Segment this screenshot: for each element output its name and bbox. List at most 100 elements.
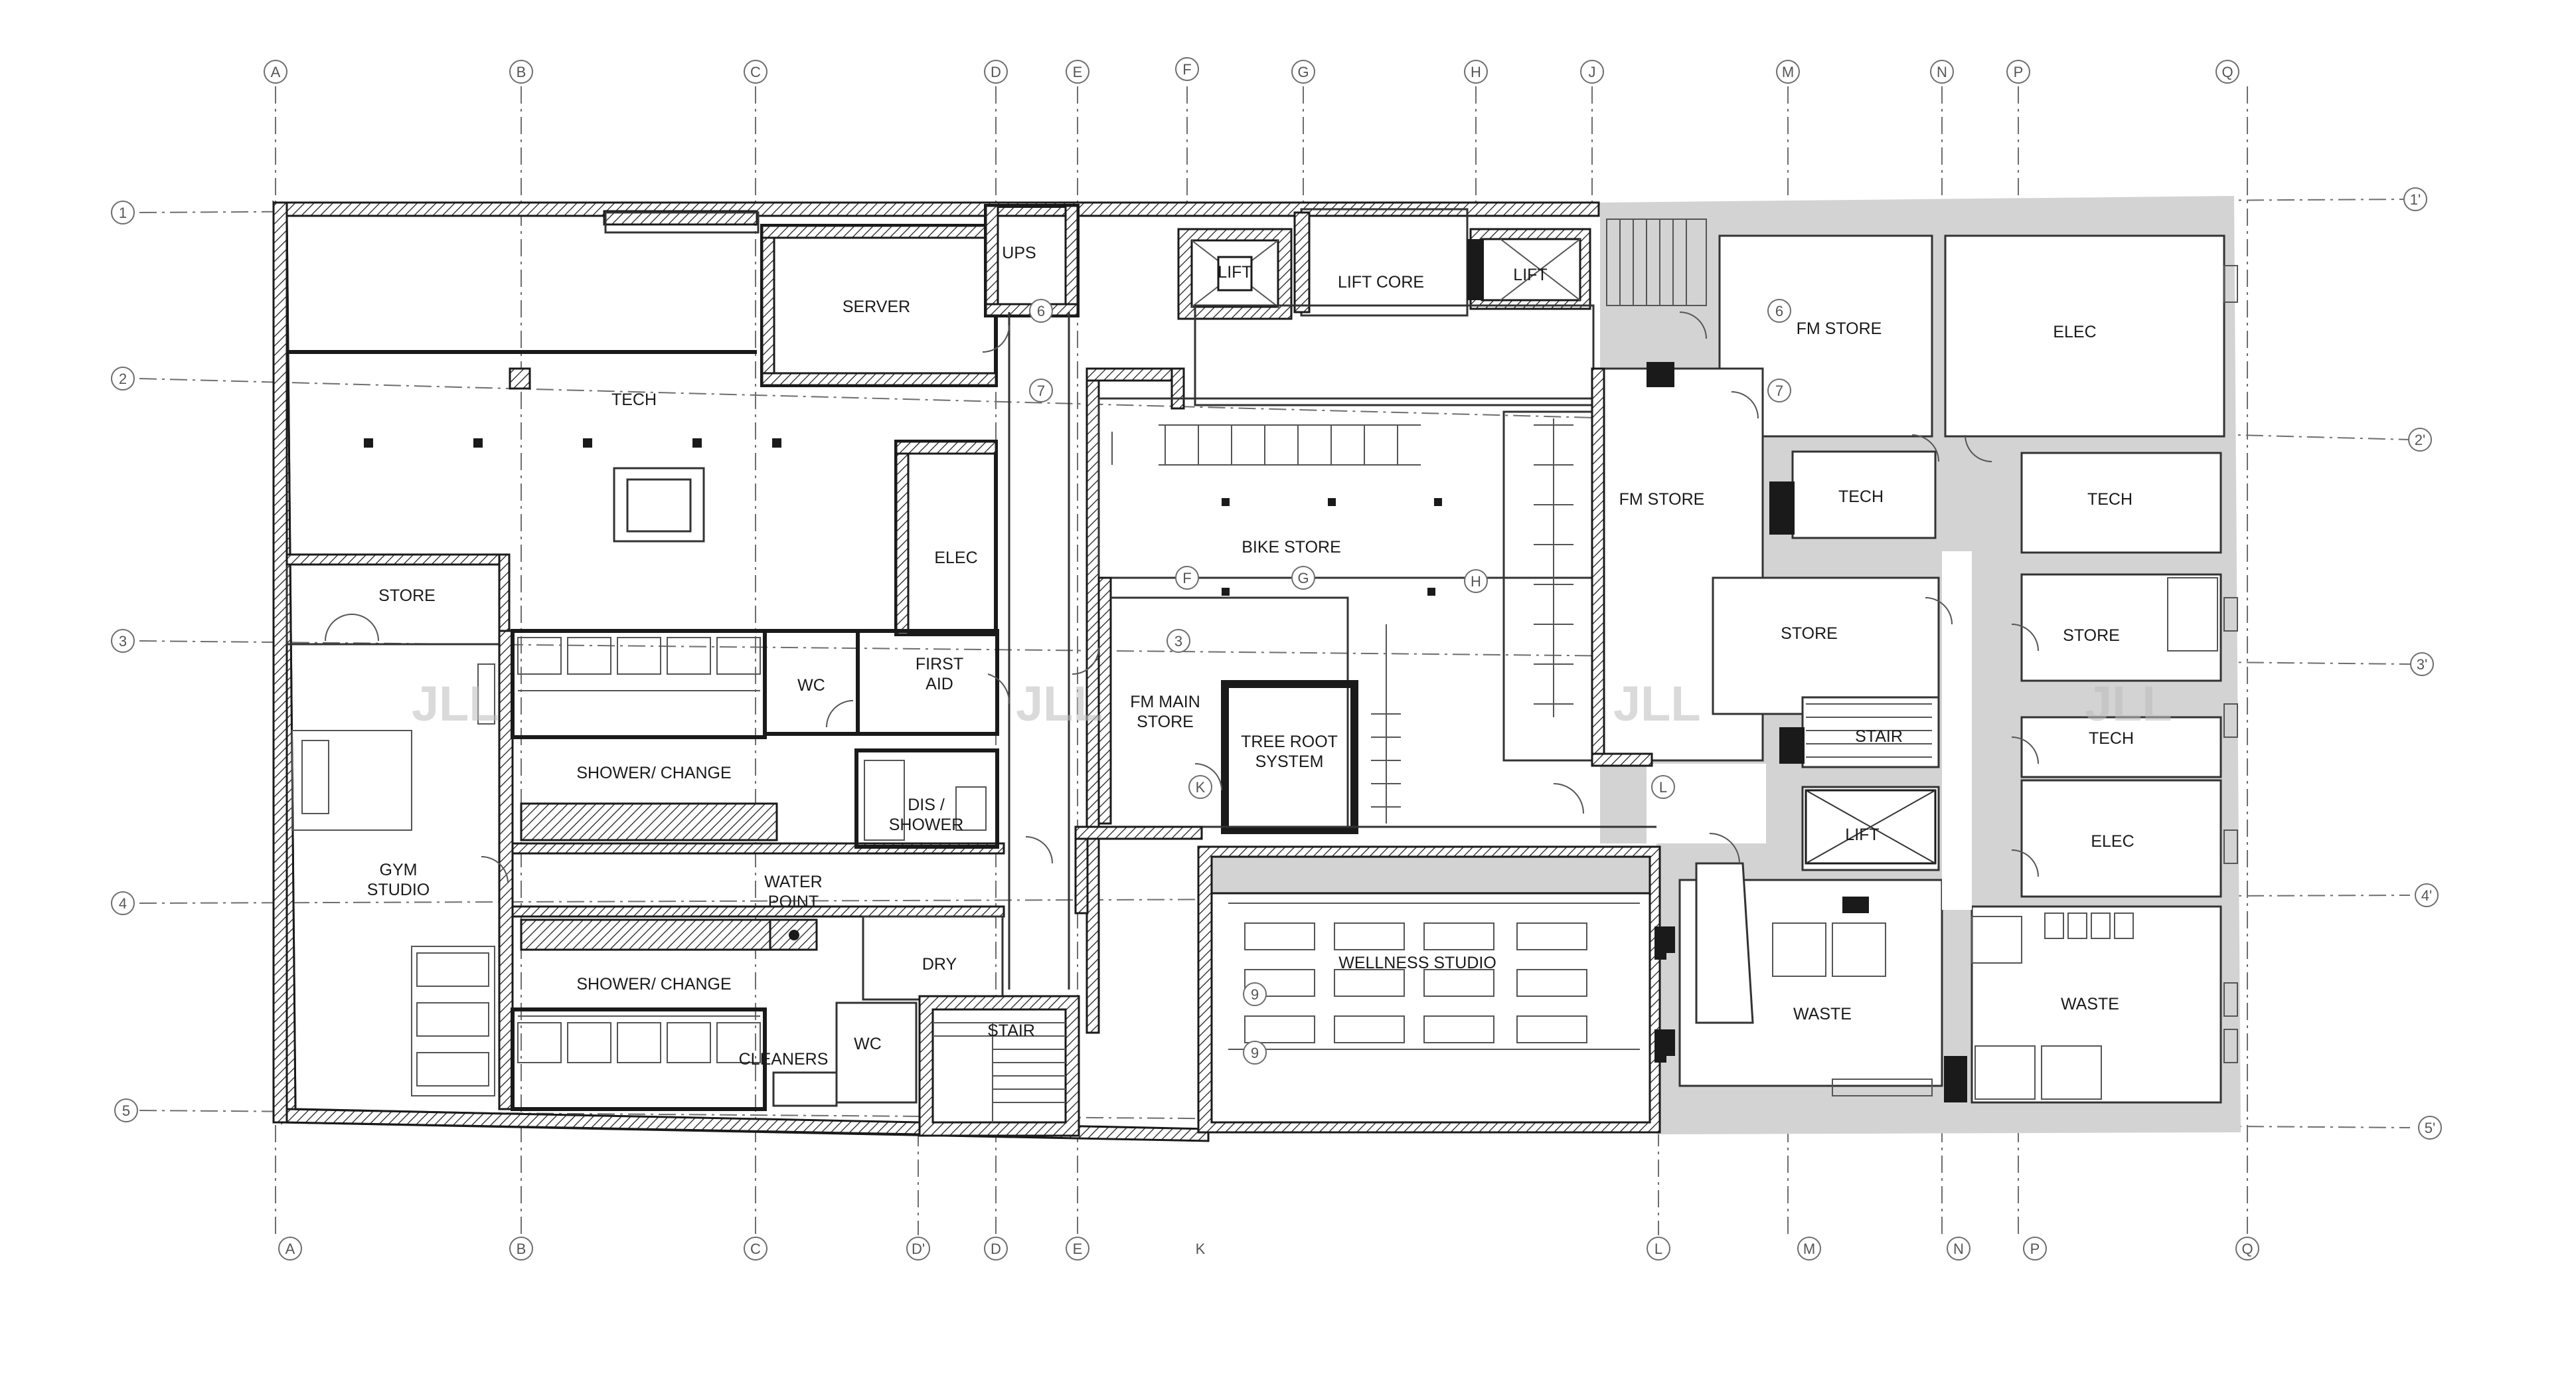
svg-text:B: B xyxy=(517,64,526,80)
grid-bubble: F xyxy=(1175,57,1199,81)
grid-note-k: K xyxy=(1196,1241,1206,1257)
grid-bubble: M xyxy=(1797,1237,1821,1261)
svg-text:H: H xyxy=(1471,64,1481,80)
grid-bubble: 4 xyxy=(111,891,135,915)
svg-text:JLL: JLL xyxy=(412,676,499,731)
svg-text:B: B xyxy=(517,1241,526,1257)
svg-text:D: D xyxy=(991,64,1001,80)
grid-bubble: 5 xyxy=(114,1098,138,1122)
room-label: UPS xyxy=(1002,244,1036,262)
grid-bubble: B xyxy=(509,1237,533,1261)
svg-text:7: 7 xyxy=(1775,383,1783,399)
grid-bubble: A xyxy=(264,60,287,84)
room-label: STAIR xyxy=(1855,727,1903,746)
svg-text:F: F xyxy=(1182,570,1191,586)
svg-text:A: A xyxy=(271,64,281,80)
svg-text:P: P xyxy=(2014,64,2024,80)
grid-bubbles-right: 1' 2' 3' 4' 5' xyxy=(2403,187,2442,1140)
grid-bubble: 2 xyxy=(111,367,135,391)
svg-text:F: F xyxy=(1182,61,1191,78)
svg-text:2: 2 xyxy=(119,371,127,387)
svg-text:1': 1' xyxy=(2410,191,2421,208)
room-label: BIKE STORE xyxy=(1242,538,1341,557)
svg-text:2': 2' xyxy=(2415,432,2425,448)
grid-bubble: G xyxy=(1291,60,1315,84)
grid-bubble: P xyxy=(2023,1237,2047,1261)
svg-text:D: D xyxy=(991,1241,1001,1257)
internal-grid-marks: 6 7 6 7 3 F G H K L 9 9 xyxy=(1029,299,1791,1065)
grid-bubble: 3 xyxy=(111,629,135,653)
svg-text:7: 7 xyxy=(1037,383,1045,399)
svg-text:E: E xyxy=(1073,1241,1083,1257)
room-label: ELEC xyxy=(934,549,977,567)
svg-text:3': 3' xyxy=(2417,656,2427,673)
svg-text:JLL: JLL xyxy=(2085,676,2172,731)
svg-text:J: J xyxy=(1589,64,1596,80)
room-label: LIFT CORE xyxy=(1338,273,1424,292)
svg-text:3: 3 xyxy=(119,633,127,650)
grid-bubble: Q xyxy=(2235,1237,2259,1261)
grid-bubble: 5' xyxy=(2418,1116,2442,1140)
room-label: STAIR xyxy=(987,1021,1035,1040)
grid-bubbles-top: A B C D E F G H J M N P Q xyxy=(264,57,2239,84)
room-label: ELEC xyxy=(2053,323,2096,341)
svg-text:JLL: JLL xyxy=(1016,676,1103,731)
svg-text:JLL: JLL xyxy=(1613,676,1701,731)
svg-text:9: 9 xyxy=(1251,986,1259,1003)
grid-bubble: L xyxy=(1647,1237,1670,1261)
grid-bubble: 4' xyxy=(2415,883,2439,907)
room-label: SHOWER/ CHANGE xyxy=(576,764,731,782)
svg-text:Q: Q xyxy=(2241,1241,2253,1257)
svg-text:4': 4' xyxy=(2421,887,2432,904)
svg-text:C: C xyxy=(750,1241,761,1257)
svg-text:M: M xyxy=(1803,1241,1815,1257)
grid-bubble: N xyxy=(1930,60,1954,84)
grid-bubble: 1 xyxy=(111,201,135,224)
room-label: WASTE xyxy=(2061,995,2119,1013)
room-label: DIS /SHOWER xyxy=(889,796,964,834)
svg-text:M: M xyxy=(1782,64,1794,80)
door-swings xyxy=(325,311,2039,884)
grid-bubble: 1' xyxy=(2403,187,2427,211)
room-label: WC xyxy=(854,1035,882,1053)
grid-bubble: 3' xyxy=(2410,652,2434,676)
svg-text:D': D' xyxy=(912,1241,925,1257)
room-label: TECH xyxy=(2087,490,2133,509)
svg-text:5: 5 xyxy=(122,1102,130,1119)
room-label: STORE xyxy=(378,586,436,605)
room-label: ELEC xyxy=(2091,832,2134,851)
svg-text:Q: Q xyxy=(2221,64,2233,80)
room-label: WC xyxy=(797,676,825,695)
room-label: FM STORE xyxy=(1797,319,1882,338)
grid-bubble: C xyxy=(744,1237,767,1261)
svg-text:4: 4 xyxy=(119,895,127,912)
existing-building-right xyxy=(1599,196,2241,1134)
room-label: FM STORE xyxy=(1619,490,1705,509)
grid-bubble: Q xyxy=(2215,60,2239,84)
grid-bubble: E xyxy=(1066,1237,1089,1261)
grid-bubble: J xyxy=(1580,60,1604,84)
room-label: SERVER xyxy=(843,298,910,316)
svg-text:5': 5' xyxy=(2425,1120,2435,1136)
svg-text:K: K xyxy=(1196,779,1206,796)
room-label: STORE xyxy=(1781,624,1838,643)
grid-bubble: D xyxy=(984,60,1008,84)
svg-text:E: E xyxy=(1073,64,1083,80)
grid-bubble: C xyxy=(744,60,767,84)
grid-bubble: N xyxy=(1947,1237,1971,1261)
room-label: STORE xyxy=(2063,626,2120,645)
grid-bubble: E xyxy=(1066,60,1089,84)
svg-text:L: L xyxy=(1659,779,1667,796)
grid-bubble: A xyxy=(278,1237,302,1261)
room-label: TECH xyxy=(611,391,657,409)
room-label: WASTE xyxy=(1793,1005,1852,1023)
building-walls xyxy=(272,200,1666,1142)
svg-text:H: H xyxy=(1471,573,1481,590)
room-label: SHOWER/ CHANGE xyxy=(576,975,731,994)
grid-bubbles-left: 1 2 3 4 5 xyxy=(111,201,138,1122)
room-label: LIFT xyxy=(1845,826,1879,844)
grid-bubble: H xyxy=(1464,60,1488,84)
svg-text:6: 6 xyxy=(1037,303,1045,319)
